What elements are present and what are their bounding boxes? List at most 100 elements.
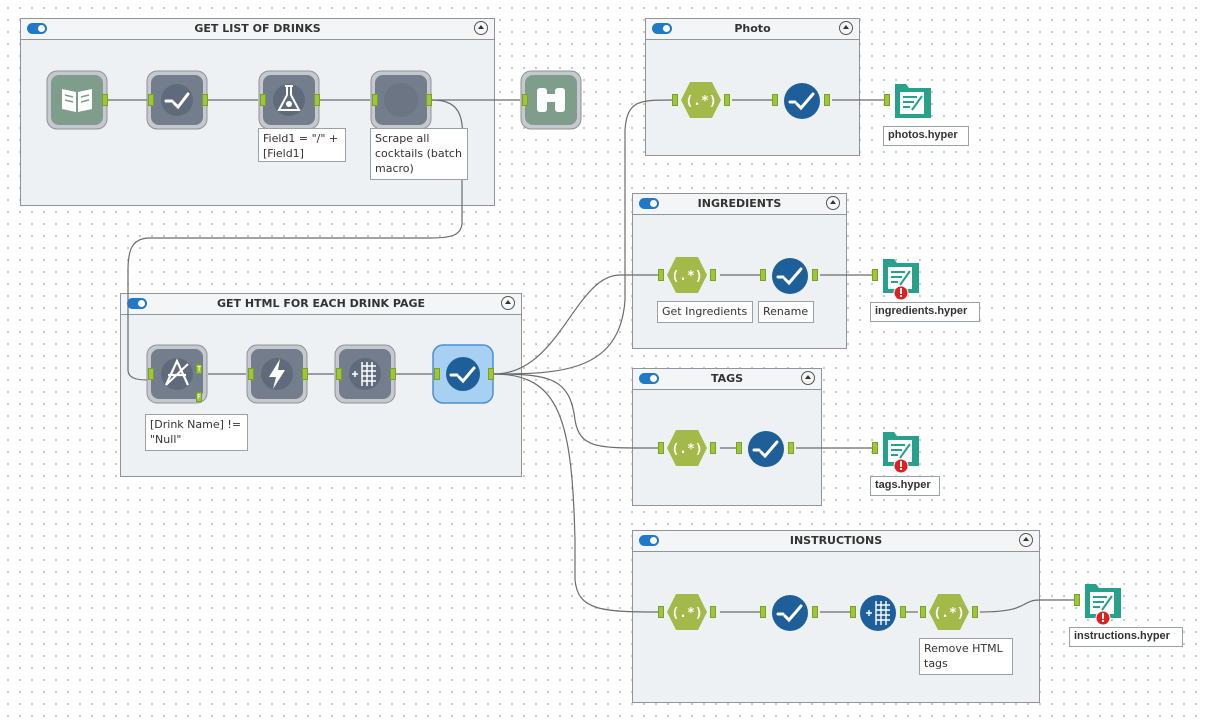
container-tags[interactable]: TAGS: [632, 368, 822, 506]
input-anchor[interactable]: [850, 606, 856, 618]
output-anchor[interactable]: [390, 368, 396, 380]
input-anchor[interactable]: [672, 94, 678, 106]
select-tool[interactable]: [782, 81, 822, 121]
container-header[interactable]: GET HTML FOR EACH DRINK PAGE: [121, 294, 521, 315]
regex-icon: (.*): [681, 82, 721, 118]
output-anchor[interactable]: [900, 606, 906, 618]
select-tool[interactable]: [746, 429, 786, 469]
output-anchor[interactable]: [302, 368, 308, 380]
checkmark-icon: [446, 357, 480, 391]
output-anchor[interactable]: [812, 269, 818, 281]
input-anchor[interactable]: [148, 94, 154, 106]
collapse-icon[interactable]: [501, 296, 515, 310]
output-anchor[interactable]: [426, 94, 432, 106]
output-anchor[interactable]: [788, 442, 794, 454]
collapse-icon[interactable]: [474, 21, 488, 35]
output-tool[interactable]: [892, 80, 934, 120]
collapse-icon[interactable]: [839, 21, 853, 35]
output-tool[interactable]: [880, 428, 922, 474]
container-title: GET LIST OF DRINKS: [194, 22, 321, 35]
output-anchor[interactable]: [314, 94, 320, 106]
text-to-columns-tool[interactable]: [858, 593, 898, 633]
regex-icon: (.*): [667, 257, 707, 293]
output-anchor[interactable]: [488, 368, 494, 380]
container-header[interactable]: INSTRUCTIONS: [633, 531, 1039, 552]
true-anchor[interactable]: T: [196, 364, 202, 374]
input-anchor[interactable]: [760, 269, 766, 281]
output-anchor[interactable]: [202, 94, 208, 106]
container-toggle[interactable]: [27, 23, 47, 34]
regex-tool[interactable]: (.*): [666, 592, 708, 632]
remove-html-annotation: Remove HTML tags: [919, 638, 1013, 675]
container-title: Photo: [734, 22, 771, 35]
container-header[interactable]: INGREDIENTS: [633, 194, 846, 215]
false-anchor[interactable]: F: [196, 392, 202, 402]
container-title: TAGS: [710, 372, 744, 385]
ingredients-output-label: ingredients.hyper: [870, 302, 980, 322]
text-to-columns-tool[interactable]: [334, 344, 396, 404]
input-anchor[interactable]: [248, 368, 254, 380]
container-header[interactable]: GET LIST OF DRINKS: [21, 19, 494, 40]
select-tool[interactable]: [770, 256, 810, 296]
collapse-icon[interactable]: [801, 371, 815, 385]
input-anchor[interactable]: [260, 94, 266, 106]
book-icon: [62, 89, 92, 112]
output-anchor[interactable]: [812, 606, 818, 618]
container-header[interactable]: TAGS: [633, 369, 821, 390]
output-tool[interactable]: [1082, 580, 1124, 626]
columns-icon: [349, 358, 381, 390]
select-tool-selected[interactable]: [432, 344, 494, 404]
input-anchor[interactable]: [148, 368, 154, 380]
regex-tool[interactable]: (.*): [928, 592, 970, 632]
output-tool[interactable]: [880, 255, 922, 301]
collapse-icon[interactable]: [1019, 533, 1033, 547]
output-anchor[interactable]: [972, 606, 978, 618]
select-tool[interactable]: [770, 593, 810, 633]
output-anchor[interactable]: [710, 269, 716, 281]
browse-tool[interactable]: [520, 70, 582, 130]
input-anchor[interactable]: [920, 606, 926, 618]
container-title: INGREDIENTS: [697, 197, 782, 210]
input-anchor[interactable]: [658, 269, 664, 281]
container-toggle[interactable]: [652, 23, 672, 34]
output-anchor[interactable]: [824, 94, 830, 106]
filter-icon: [161, 358, 193, 390]
input-anchor[interactable]: [872, 442, 878, 454]
input-anchor[interactable]: [434, 368, 440, 380]
download-tool[interactable]: [246, 344, 308, 404]
container-header[interactable]: Photo: [646, 19, 859, 40]
input-anchor[interactable]: [658, 606, 664, 618]
input-anchor[interactable]: [372, 94, 378, 106]
formula-annotation: Field1 = "/" + [Field1]: [258, 128, 346, 162]
regex-tool[interactable]: (.*): [666, 428, 708, 468]
collapse-icon[interactable]: [826, 196, 840, 210]
input-data-tool[interactable]: [46, 70, 108, 130]
batch-macro-tool[interactable]: [370, 70, 432, 130]
input-anchor[interactable]: [1074, 594, 1080, 606]
formula-tool[interactable]: [258, 70, 320, 130]
svg-text:(.*): (.*): [671, 606, 702, 621]
input-anchor[interactable]: [736, 442, 742, 454]
input-anchor[interactable]: [522, 94, 528, 106]
photos-output-label: photos.hyper: [883, 126, 969, 146]
output-anchor[interactable]: [710, 442, 716, 454]
container-title: INSTRUCTIONS: [789, 534, 883, 547]
input-anchor[interactable]: [772, 94, 778, 106]
output-anchor[interactable]: [102, 94, 108, 106]
filter-annotation: [Drink Name] != "Null": [145, 414, 248, 451]
input-anchor[interactable]: [658, 442, 664, 454]
error-icon: [1095, 610, 1111, 626]
batch-macro-annotation: Scrape all cocktails (batch macro): [370, 128, 468, 180]
regex-tool[interactable]: (.*): [666, 255, 708, 295]
checkmark-icon: [772, 595, 808, 631]
input-anchor[interactable]: [872, 269, 878, 281]
input-anchor[interactable]: [336, 368, 342, 380]
output-anchor[interactable]: [724, 94, 730, 106]
regex-tool[interactable]: (.*): [680, 80, 722, 120]
input-anchor[interactable]: [760, 606, 766, 618]
output-anchor[interactable]: [710, 606, 716, 618]
regex-icon: (.*): [667, 594, 707, 630]
input-anchor[interactable]: [884, 94, 890, 106]
container-photo[interactable]: Photo: [645, 18, 860, 156]
select-tool[interactable]: [146, 70, 208, 130]
